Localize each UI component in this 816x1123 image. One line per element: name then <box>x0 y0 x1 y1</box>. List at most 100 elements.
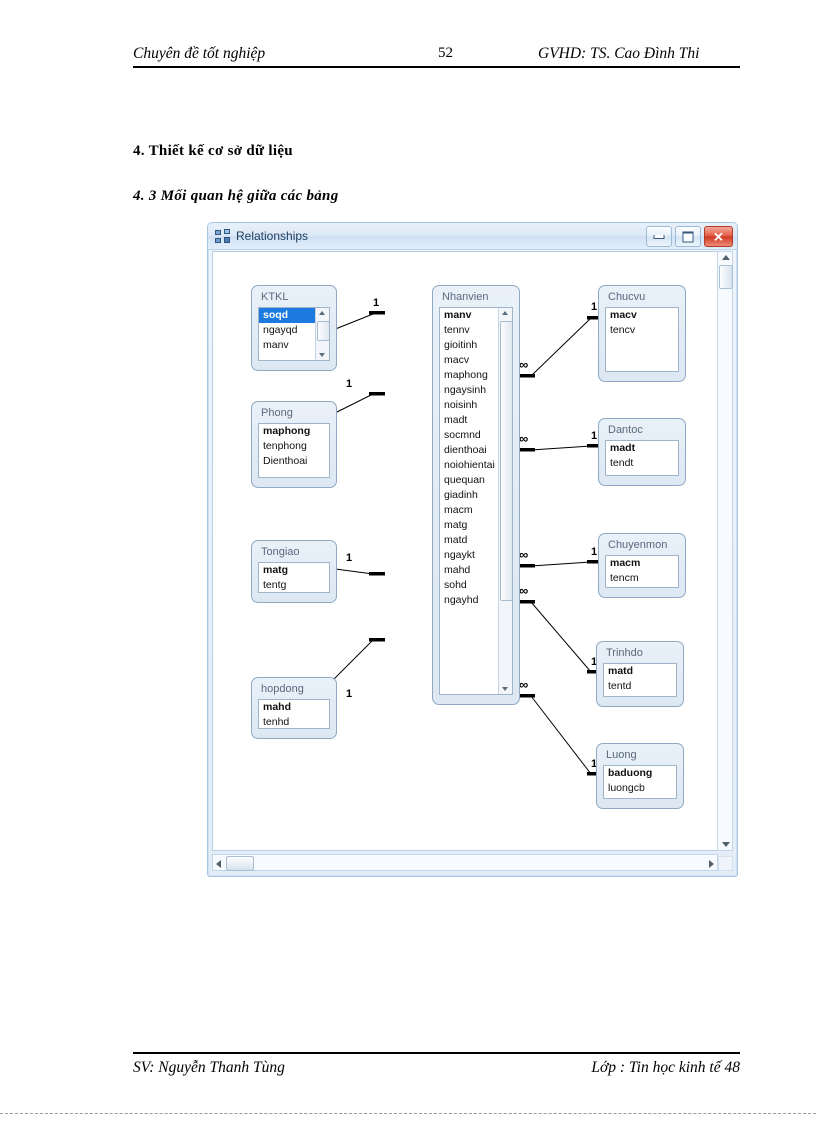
table-title-chuyenmon: Chuyenmon <box>608 539 668 551</box>
field-nhanvien-manv[interactable]: manv <box>444 309 472 321</box>
field-hopdong-mahd[interactable]: mahd <box>263 701 292 713</box>
footer-student: SV: Nguyễn Thanh Tùng <box>133 1059 285 1076</box>
field-luong-luongcb[interactable]: luongcb <box>608 782 645 794</box>
field-nhanvien-ngaykt[interactable]: ngaykt <box>444 549 475 561</box>
field-list-nhanvien[interactable]: manv tennv gioitinh macv maphong ngaysin… <box>439 307 513 695</box>
vertical-scrollbar[interactable] <box>717 251 733 851</box>
table-box-chucvu[interactable]: Chucvu macv tencv <box>598 285 686 382</box>
field-nhanvien-madt[interactable]: madt <box>444 414 468 426</box>
field-ktkl-ngayqd[interactable]: ngayqd <box>263 324 298 336</box>
table-title-tongiao: Tongiao <box>261 546 300 558</box>
field-nhanvien-noiohientai[interactable]: noiohientai <box>444 459 495 471</box>
scroll-up-icon[interactable] <box>502 311 508 315</box>
field-phong-maphong[interactable]: maphong <box>263 425 311 437</box>
field-list-trinhdo[interactable]: matd tentd <box>603 663 677 697</box>
page-footer: SV: Nguyễn Thanh Tùng Lớp : Tin học kinh… <box>133 1052 740 1077</box>
field-nhanvien-tennv[interactable]: tennv <box>444 324 470 336</box>
scroll-down-icon[interactable] <box>502 687 508 691</box>
field-hopdong-tenhd[interactable]: tenhd <box>263 716 290 728</box>
table-title-ktkl: KTKL <box>261 291 289 303</box>
scroll-thumb[interactable] <box>500 321 512 601</box>
minimize-button[interactable] <box>646 226 672 247</box>
field-trinhdo-tentd[interactable]: tentd <box>608 680 632 692</box>
page-bottom-rule <box>0 1113 816 1114</box>
table-box-luong[interactable]: Luong baduong luongcb <box>596 743 684 809</box>
field-chuyenmon-macm[interactable]: macm <box>610 557 641 569</box>
field-nhanvien-ngaysinh[interactable]: ngaysinh <box>444 384 487 396</box>
maximize-button[interactable] <box>675 226 701 247</box>
window-buttons: ✕ <box>646 226 733 247</box>
field-nhanvien-giadinh[interactable]: giadinh <box>444 489 478 501</box>
field-chuyenmon-tencm[interactable]: tencm <box>610 572 639 584</box>
field-trinhdo-matd[interactable]: matd <box>608 665 634 677</box>
field-chucvu-macv[interactable]: macv <box>610 309 637 321</box>
field-phong-dienthoai[interactable]: Dienthoai <box>263 455 308 467</box>
field-list-dantoc[interactable]: madt tendt <box>605 440 679 476</box>
section-title: 4. Thiết kế cơ sở dữ liệu <box>133 143 293 159</box>
scroll-up-icon[interactable] <box>722 255 730 260</box>
field-list-luong[interactable]: baduong luongcb <box>603 765 677 799</box>
field-list-chucvu[interactable]: macv tencv <box>605 307 679 372</box>
table-box-dantoc[interactable]: Dantoc madt tendt <box>598 418 686 486</box>
field-nhanvien-dienthoai[interactable]: dienthoai <box>444 444 487 456</box>
close-button[interactable]: ✕ <box>704 226 733 247</box>
field-list-chuyenmon[interactable]: macm tencm <box>605 555 679 588</box>
table-box-chuyenmon[interactable]: Chuyenmon macm tencm <box>598 533 686 598</box>
field-nhanvien-macm[interactable]: macm <box>444 504 473 516</box>
field-scrollbar-nhanvien[interactable] <box>498 308 512 694</box>
header-title-right: GVHD: TS. Cao Đình Thi <box>538 45 700 62</box>
field-ktkl-soqd[interactable]: soqd <box>259 308 329 323</box>
horizontal-scroll-thumb[interactable] <box>226 856 254 871</box>
scroll-right-icon[interactable] <box>709 860 714 868</box>
table-title-nhanvien: Nhanvien <box>442 291 489 303</box>
field-dantoc-madt[interactable]: madt <box>610 442 636 454</box>
field-nhanvien-noisinh[interactable]: noisinh <box>444 399 478 411</box>
vertical-scroll-thumb[interactable] <box>719 265 733 289</box>
field-phong-tenphong[interactable]: tenphong <box>263 440 307 452</box>
field-nhanvien-matd[interactable]: matd <box>444 534 468 546</box>
table-box-trinhdo[interactable]: Trinhdo matd tentd <box>596 641 684 707</box>
field-tongiao-tentg[interactable]: tentg <box>263 579 287 591</box>
field-nhanvien-quequan[interactable]: quequan <box>444 474 485 486</box>
field-dantoc-tendt[interactable]: tendt <box>610 457 634 469</box>
maximize-icon <box>682 231 694 242</box>
field-chucvu-tencv[interactable]: tencv <box>610 324 636 336</box>
window-titlebar[interactable]: Relationships ✕ <box>208 223 737 250</box>
resize-grip[interactable] <box>718 856 733 871</box>
field-nhanvien-macv[interactable]: macv <box>444 354 470 366</box>
field-ktkl-manv[interactable]: manv <box>263 339 289 351</box>
field-nhanvien-socmnd[interactable]: socmnd <box>444 429 481 441</box>
table-box-tongiao[interactable]: Tongiao matg tentg <box>251 540 337 603</box>
header-title-left: Chuyên đề tốt nghiệp <box>133 45 266 62</box>
scroll-down-icon[interactable] <box>722 842 730 847</box>
relationships-canvas[interactable]: ∞ 1 ∞ 1 ∞ 1 ∞ 1 ∞ 1 ∞ 1 ∞ 1 ∞ 1 ∞ 1 KTKL… <box>212 251 718 851</box>
table-box-phong[interactable]: Phong maphong tenphong Dienthoai <box>251 401 337 488</box>
field-list-tongiao[interactable]: matg tentg <box>258 562 330 593</box>
window-title: Relationships <box>236 229 309 243</box>
table-box-nhanvien[interactable]: Nhanvien manv tennv gioitinh macv maphon… <box>432 285 520 705</box>
table-box-hopdong[interactable]: hopdong mahd tenhd <box>251 677 337 739</box>
relationships-window: Relationships ✕ <box>207 222 738 877</box>
field-list-ktkl[interactable]: soqd ngayqd manv <box>258 307 330 361</box>
table-title-hopdong: hopdong <box>261 683 304 695</box>
scroll-up-icon[interactable] <box>319 311 325 315</box>
table-box-ktkl[interactable]: KTKL soqd ngayqd manv <box>251 285 337 371</box>
field-nhanvien-matg[interactable]: matg <box>444 519 468 531</box>
table-title-chucvu: Chucvu <box>608 291 646 303</box>
field-nhanvien-ngayhd[interactable]: ngayhd <box>444 594 479 606</box>
field-list-phong[interactable]: maphong tenphong Dienthoai <box>258 423 330 478</box>
field-scrollbar-ktkl[interactable] <box>315 308 329 360</box>
field-list-hopdong[interactable]: mahd tenhd <box>258 699 330 729</box>
field-nhanvien-maphong[interactable]: maphong <box>444 369 488 381</box>
scroll-down-icon[interactable] <box>319 353 325 357</box>
field-tongiao-matg[interactable]: matg <box>263 564 289 576</box>
page-header: Chuyên đề tốt nghiệp 52 GVHD: TS. Cao Đì… <box>133 45 740 68</box>
scroll-thumb[interactable] <box>317 321 329 341</box>
horizontal-scrollbar[interactable] <box>212 854 718 871</box>
field-nhanvien-gioitinh[interactable]: gioitinh <box>444 339 478 351</box>
field-nhanvien-mahd[interactable]: mahd <box>444 564 471 576</box>
field-nhanvien-sohd[interactable]: sohd <box>444 579 467 591</box>
field-luong-baduong[interactable]: baduong <box>608 767 653 779</box>
scroll-left-icon[interactable] <box>216 860 221 868</box>
close-icon: ✕ <box>713 229 724 244</box>
